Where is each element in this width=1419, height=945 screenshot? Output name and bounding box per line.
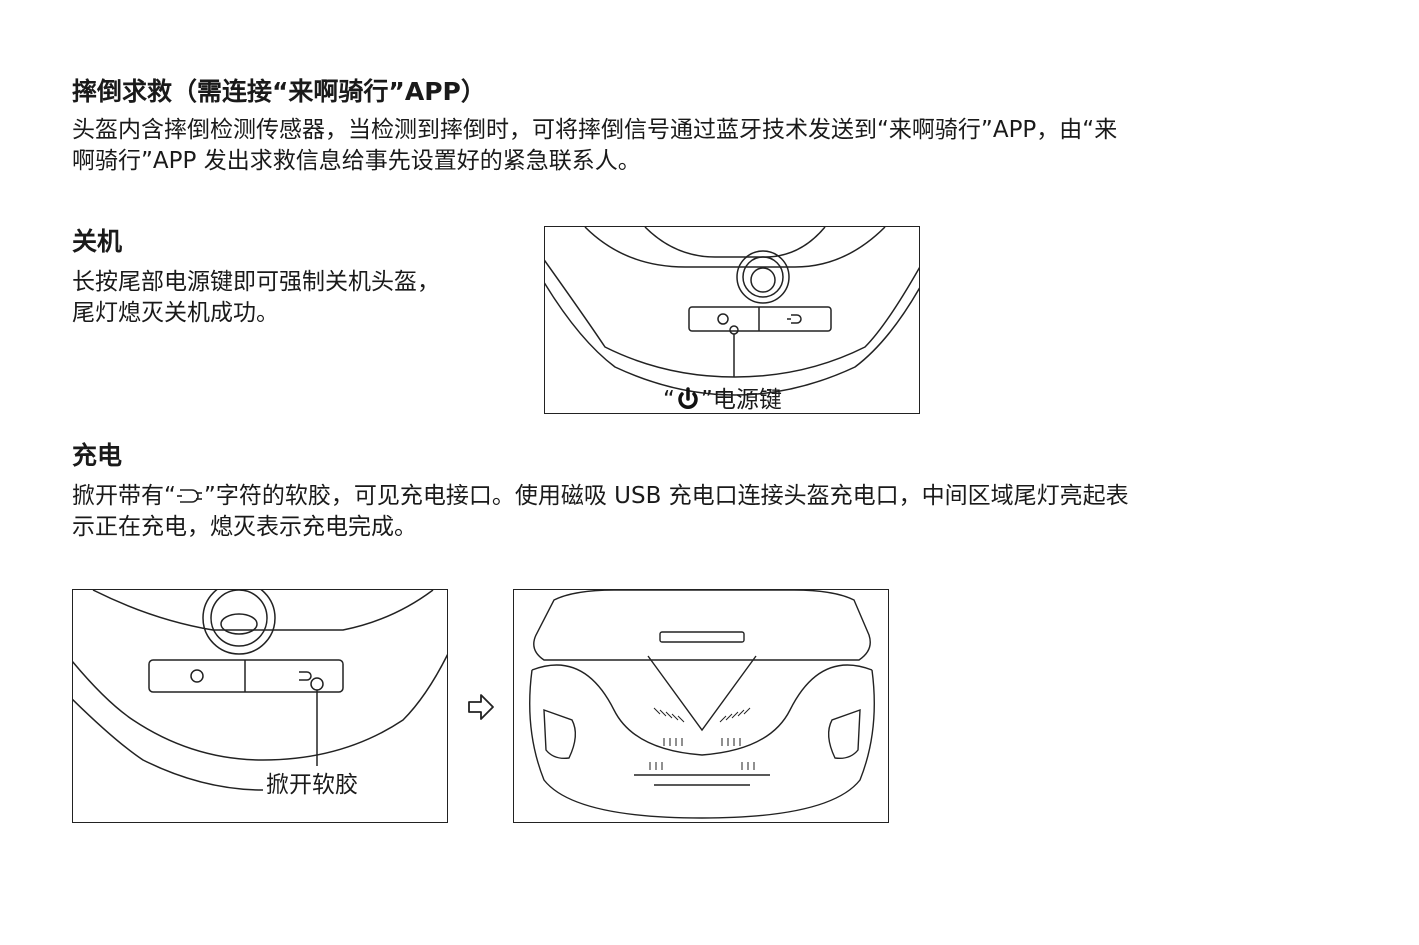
charging-text-line1: 掀开带有“ ”字符的软胶，可见充电接口。使用磁吸 USB 充电口连接头盔充电口，中… [72, 480, 1129, 512]
right-arrow-icon [468, 694, 494, 720]
fall-rescue-text-line2: 啊骑行”APP 发出求救信息给事先设置好的紧急联系人。 [72, 148, 641, 174]
power-key-label: ”电源键 [700, 387, 782, 413]
charging-text-part2: ”字符的软胶，可见充电接口。使用磁吸 USB 充电口连接头盔充电口，中间区域尾灯… [203, 483, 1129, 509]
charging-text-part1: 掀开带有“ [72, 483, 176, 509]
charging-port-figure: 掀开软胶 [72, 589, 448, 823]
power-key-caption: “ ”电源键 [663, 380, 782, 413]
fall-rescue-title: 摔倒求救（需连接“来啊骑行”APP） [72, 77, 486, 106]
fall-rescue-text-line1: 头盔内含摔倒检测传感器，当检测到摔倒时，可将摔倒信号通过蓝牙技术发送到“来啊骑行… [72, 117, 1118, 143]
charging-text-line2: 示正在充电，熄灭表示充电完成。 [72, 514, 417, 540]
power-off-text-line1: 长按尾部电源键即可强制关机头盔， [72, 269, 440, 295]
plug-icon [176, 489, 202, 503]
charging-title: 充电 [72, 441, 123, 470]
helmet-rear-charge-port-illustration [73, 590, 447, 791]
tail-light-figure [513, 589, 889, 823]
power-icon [678, 387, 698, 410]
helmet-rear-power-illustration [545, 227, 919, 396]
power-button-figure: “ ”电源键 [544, 226, 920, 414]
power-off-title: 关机 [72, 227, 123, 256]
lift-rubber-caption: 掀开软胶 [266, 772, 358, 798]
helmet-rear-taillight-illustration [529, 590, 875, 819]
caption-quote-open: “ [663, 387, 675, 413]
power-off-text-line2: 尾灯熄灭关机成功。 [72, 300, 279, 326]
